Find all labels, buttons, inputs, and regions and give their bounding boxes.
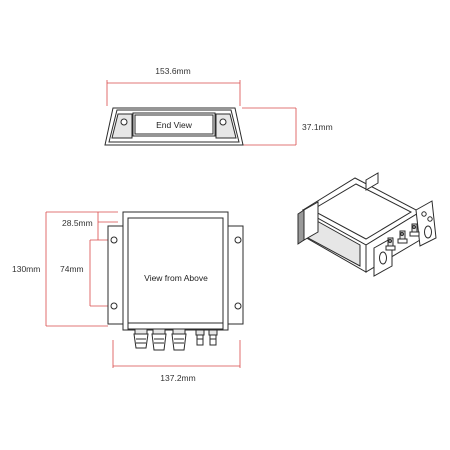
- dim-top-offset: 28.5mm: [62, 212, 118, 240]
- dim-top-width: 137.2mm: [112, 340, 241, 383]
- fixing-hole-icon: [110, 236, 118, 244]
- hole-spacing-label: 74mm: [60, 264, 84, 274]
- bracket-hole-icon: [424, 225, 432, 239]
- bracket-hole-icon: [379, 251, 387, 265]
- top-offset-label: 28.5mm: [62, 218, 93, 228]
- end-width-label: 153.6mm: [155, 66, 190, 76]
- end-view-label: End View: [156, 120, 193, 130]
- end-view: 153.6mm 37.1mm End View: [104, 66, 333, 146]
- top-view: 130mm 28.5mm 74mm 137.2mm: [12, 211, 244, 383]
- cable-glands: [127, 322, 224, 351]
- fixing-hole-icon: [234, 236, 242, 244]
- end-view-body: End View: [104, 107, 244, 146]
- iso-cable-glands: [385, 223, 420, 251]
- fixing-hole-icon: [110, 302, 118, 310]
- end-height-label: 37.1mm: [302, 122, 333, 132]
- screw-icon: [421, 211, 427, 217]
- isometric-view: [297, 172, 437, 277]
- dim-total-height: 130mm: [12, 211, 118, 327]
- top-width-label: 137.2mm: [160, 373, 195, 383]
- screw-icon: [427, 216, 433, 222]
- top-view-label: View from Above: [144, 273, 208, 283]
- dim-end-width: 153.6mm: [106, 66, 241, 106]
- total-height-label: 130mm: [12, 264, 40, 274]
- dim-end-height: 37.1mm: [242, 107, 333, 146]
- fixing-hole-icon: [234, 302, 242, 310]
- top-view-body: View from Above: [107, 211, 244, 351]
- dim-hole-spacing: 74mm: [60, 239, 112, 307]
